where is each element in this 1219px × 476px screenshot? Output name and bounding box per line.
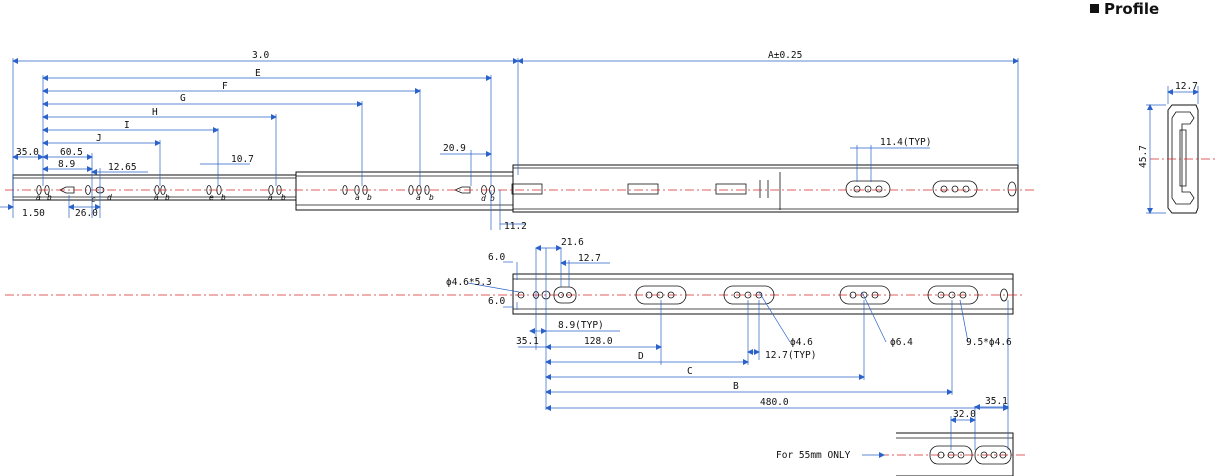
hole-label-d: d <box>107 193 112 202</box>
dim-60-5: 60.5 <box>60 147 83 158</box>
hole-label-b: b <box>490 194 495 203</box>
dim-8-9-typ: 8.9(TYP) <box>558 320 604 331</box>
outer-slot <box>932 180 978 198</box>
dim-6-top: 6.0 <box>488 252 505 263</box>
rail-view: 6.0 6.0 21.6 12.7 ϕ4.6*5.3 8.9(TYP) 35.1… <box>5 237 1025 411</box>
dim-C: C <box>687 366 693 377</box>
dim-F: F <box>222 81 228 92</box>
dim-26: 26.0 <box>75 208 98 219</box>
hole-label-b: b <box>367 193 372 202</box>
hole-label-a: a <box>416 193 421 202</box>
dim-G: G <box>180 93 186 104</box>
profile-width-dim: 12.7 <box>1175 81 1198 92</box>
profile-section: 12.7 45.7 <box>1138 81 1218 214</box>
dim-slot-phi: ϕ4.6*5.3 <box>446 277 492 288</box>
dim-128: 128.0 <box>584 336 613 347</box>
dim-B: B <box>733 381 739 392</box>
dim-slot-9-5: 9.5*ϕ4.6 <box>966 337 1012 348</box>
hole-label-a: a <box>355 193 360 202</box>
hole-label-b: b <box>281 193 286 202</box>
profile-heading-label: Profile <box>1104 0 1160 18</box>
dim-8-9: 8.9 <box>58 159 75 170</box>
hole-label-b: b <box>221 193 226 202</box>
detail-note: For 55mm ONLY <box>776 450 851 461</box>
dim-H: H <box>152 107 158 118</box>
dim-21-6: 21.6 <box>561 237 584 248</box>
square-bullet-icon <box>1090 4 1099 13</box>
hole-label-e: e <box>209 193 214 202</box>
dim-480: 480.0 <box>760 397 789 408</box>
dim-11-4-typ: 11.4(TYP) <box>880 137 931 148</box>
slide-side-view: a b c d a b e b a b a b a b d b <box>0 50 1035 232</box>
hole-label-d: d <box>481 194 486 203</box>
outer-slot <box>845 180 891 198</box>
dim-J: J <box>96 133 102 144</box>
dim-6-bottom: 6.0 <box>488 296 505 307</box>
dim-35: 35.0 <box>16 147 39 158</box>
detail-55mm-view: 32.0 35.1 For 55mm ONLY <box>776 396 1025 476</box>
dim-phi-6-4: ϕ6.4 <box>890 337 913 348</box>
hole-label-c: c <box>91 195 96 204</box>
profile-height-dim: 45.7 <box>1138 145 1149 168</box>
slot <box>627 183 659 195</box>
dim-35-1: 35.1 <box>516 336 539 347</box>
dimension-lines <box>0 58 1019 225</box>
extension-lines <box>12 58 1019 230</box>
dim-travel: A±0.25 <box>768 50 802 61</box>
dim-I: I <box>124 120 130 131</box>
slot <box>715 183 747 195</box>
dim-E: E <box>255 68 261 79</box>
dim-10-7: 10.7 <box>231 154 254 165</box>
dim-12-65: 12.65 <box>108 162 137 173</box>
hole-label-a: a <box>36 193 41 202</box>
dim-1-50: 1.50 <box>22 208 45 219</box>
dim-phi-4-6: ϕ4.6 <box>790 337 813 348</box>
rail-dimension-lines <box>467 245 1009 411</box>
dim-overall: 3.0 <box>252 50 269 61</box>
dim-20-9: 20.9 <box>443 143 466 154</box>
hole-label-a: a <box>268 193 273 202</box>
slot <box>511 183 543 195</box>
dim-12-7-typ: 12.7(TYP) <box>765 350 816 361</box>
dim-32: 32.0 <box>953 409 976 420</box>
outer-member <box>512 164 1019 213</box>
dim-35-1-detail: 35.1 <box>985 396 1008 407</box>
dim-12-7: 12.7 <box>578 253 601 264</box>
cabinet-rail <box>512 273 1014 315</box>
profile-heading: Profile <box>1090 0 1159 18</box>
dim-D: D <box>638 351 644 362</box>
hole-label-b: b <box>429 193 434 202</box>
hole-label-b: b <box>165 193 170 202</box>
hole-label-a: a <box>154 193 159 202</box>
hole-label-b: b <box>47 193 52 202</box>
dim-11-2: 11.2 <box>504 221 527 232</box>
